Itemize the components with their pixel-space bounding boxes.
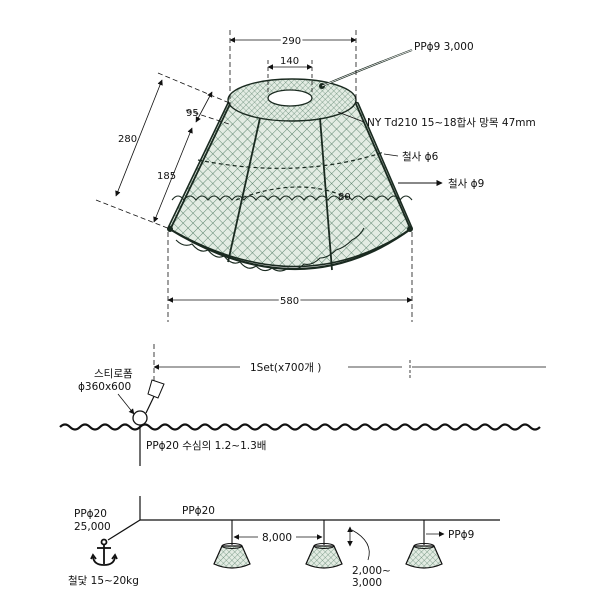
trap-detail: PPϕ9 3,000 NY Td210 15~18합사 망목 47mm 철사 ϕ…: [95, 30, 536, 322]
buoy-label-2: ϕ360x600: [78, 381, 131, 393]
dim-height-group: [95, 72, 233, 230]
dim-bottom-width: 580: [280, 296, 299, 307]
ring-wire-6: [197, 151, 385, 169]
trap-1: [213, 520, 251, 569]
entrance-ring: [267, 89, 313, 107]
bottom-scallop: [175, 227, 365, 272]
main-line-label: PPϕ20: [182, 505, 215, 517]
inner-frame: [235, 186, 349, 201]
anchor-icon: [90, 538, 118, 566]
flag-icon: [147, 379, 165, 399]
label-net: NY Td210 15~18합사 망목 47mm: [367, 117, 536, 129]
dim-top-width-group: [229, 30, 357, 104]
dim-total-height: 280: [118, 134, 137, 145]
trap-3: [405, 520, 443, 569]
branch-len-1: 2,000~: [352, 565, 391, 577]
spacing-label: 8,000: [262, 532, 292, 544]
dim-bottom-width-group: [167, 232, 413, 322]
dim-frame-bottom: 80: [338, 192, 351, 203]
anchor-line: [107, 519, 141, 541]
deployment-diagram: 1Set(x700개 ) 스티로폼 ϕ360x600 PPϕ20 수심의 1.2…: [59, 344, 546, 589]
buoy-icon: [132, 410, 148, 426]
anchor-line-label-1: PPϕ20: [74, 508, 107, 520]
corner-knot-right: [407, 226, 413, 232]
anchor-label: 철닻 15~20kg: [68, 575, 139, 587]
sea-surface: [59, 423, 541, 431]
rope-line-inner: [321, 49, 413, 87]
anchor-line-label-2: 25,000: [74, 521, 111, 533]
branch-line-label: PPϕ9: [448, 529, 474, 541]
buoy-label-1: 스티로폼: [94, 368, 133, 380]
label-wire6: 철사 ϕ6: [402, 151, 439, 163]
label-rope: PPϕ9 3,000: [414, 41, 474, 53]
branch-len-2: 3,000: [352, 577, 382, 589]
dim-ring: 140: [280, 56, 299, 67]
trap-2: [305, 520, 343, 569]
buoy-line-label: PPϕ20 수심의 1.2~1.3배: [146, 440, 266, 452]
corner-knot-left: [167, 226, 173, 232]
dim-ring-group: [267, 60, 313, 92]
set-label: 1Set(x700개 ): [250, 362, 321, 374]
scallop-edge: [171, 195, 413, 201]
dim-top-width: 290: [282, 36, 301, 47]
dim-upper: 95: [186, 108, 199, 119]
set-dimension: [153, 344, 546, 392]
dim-lower: 185: [157, 171, 176, 182]
label-wire9: 철사 ϕ9: [448, 178, 484, 190]
